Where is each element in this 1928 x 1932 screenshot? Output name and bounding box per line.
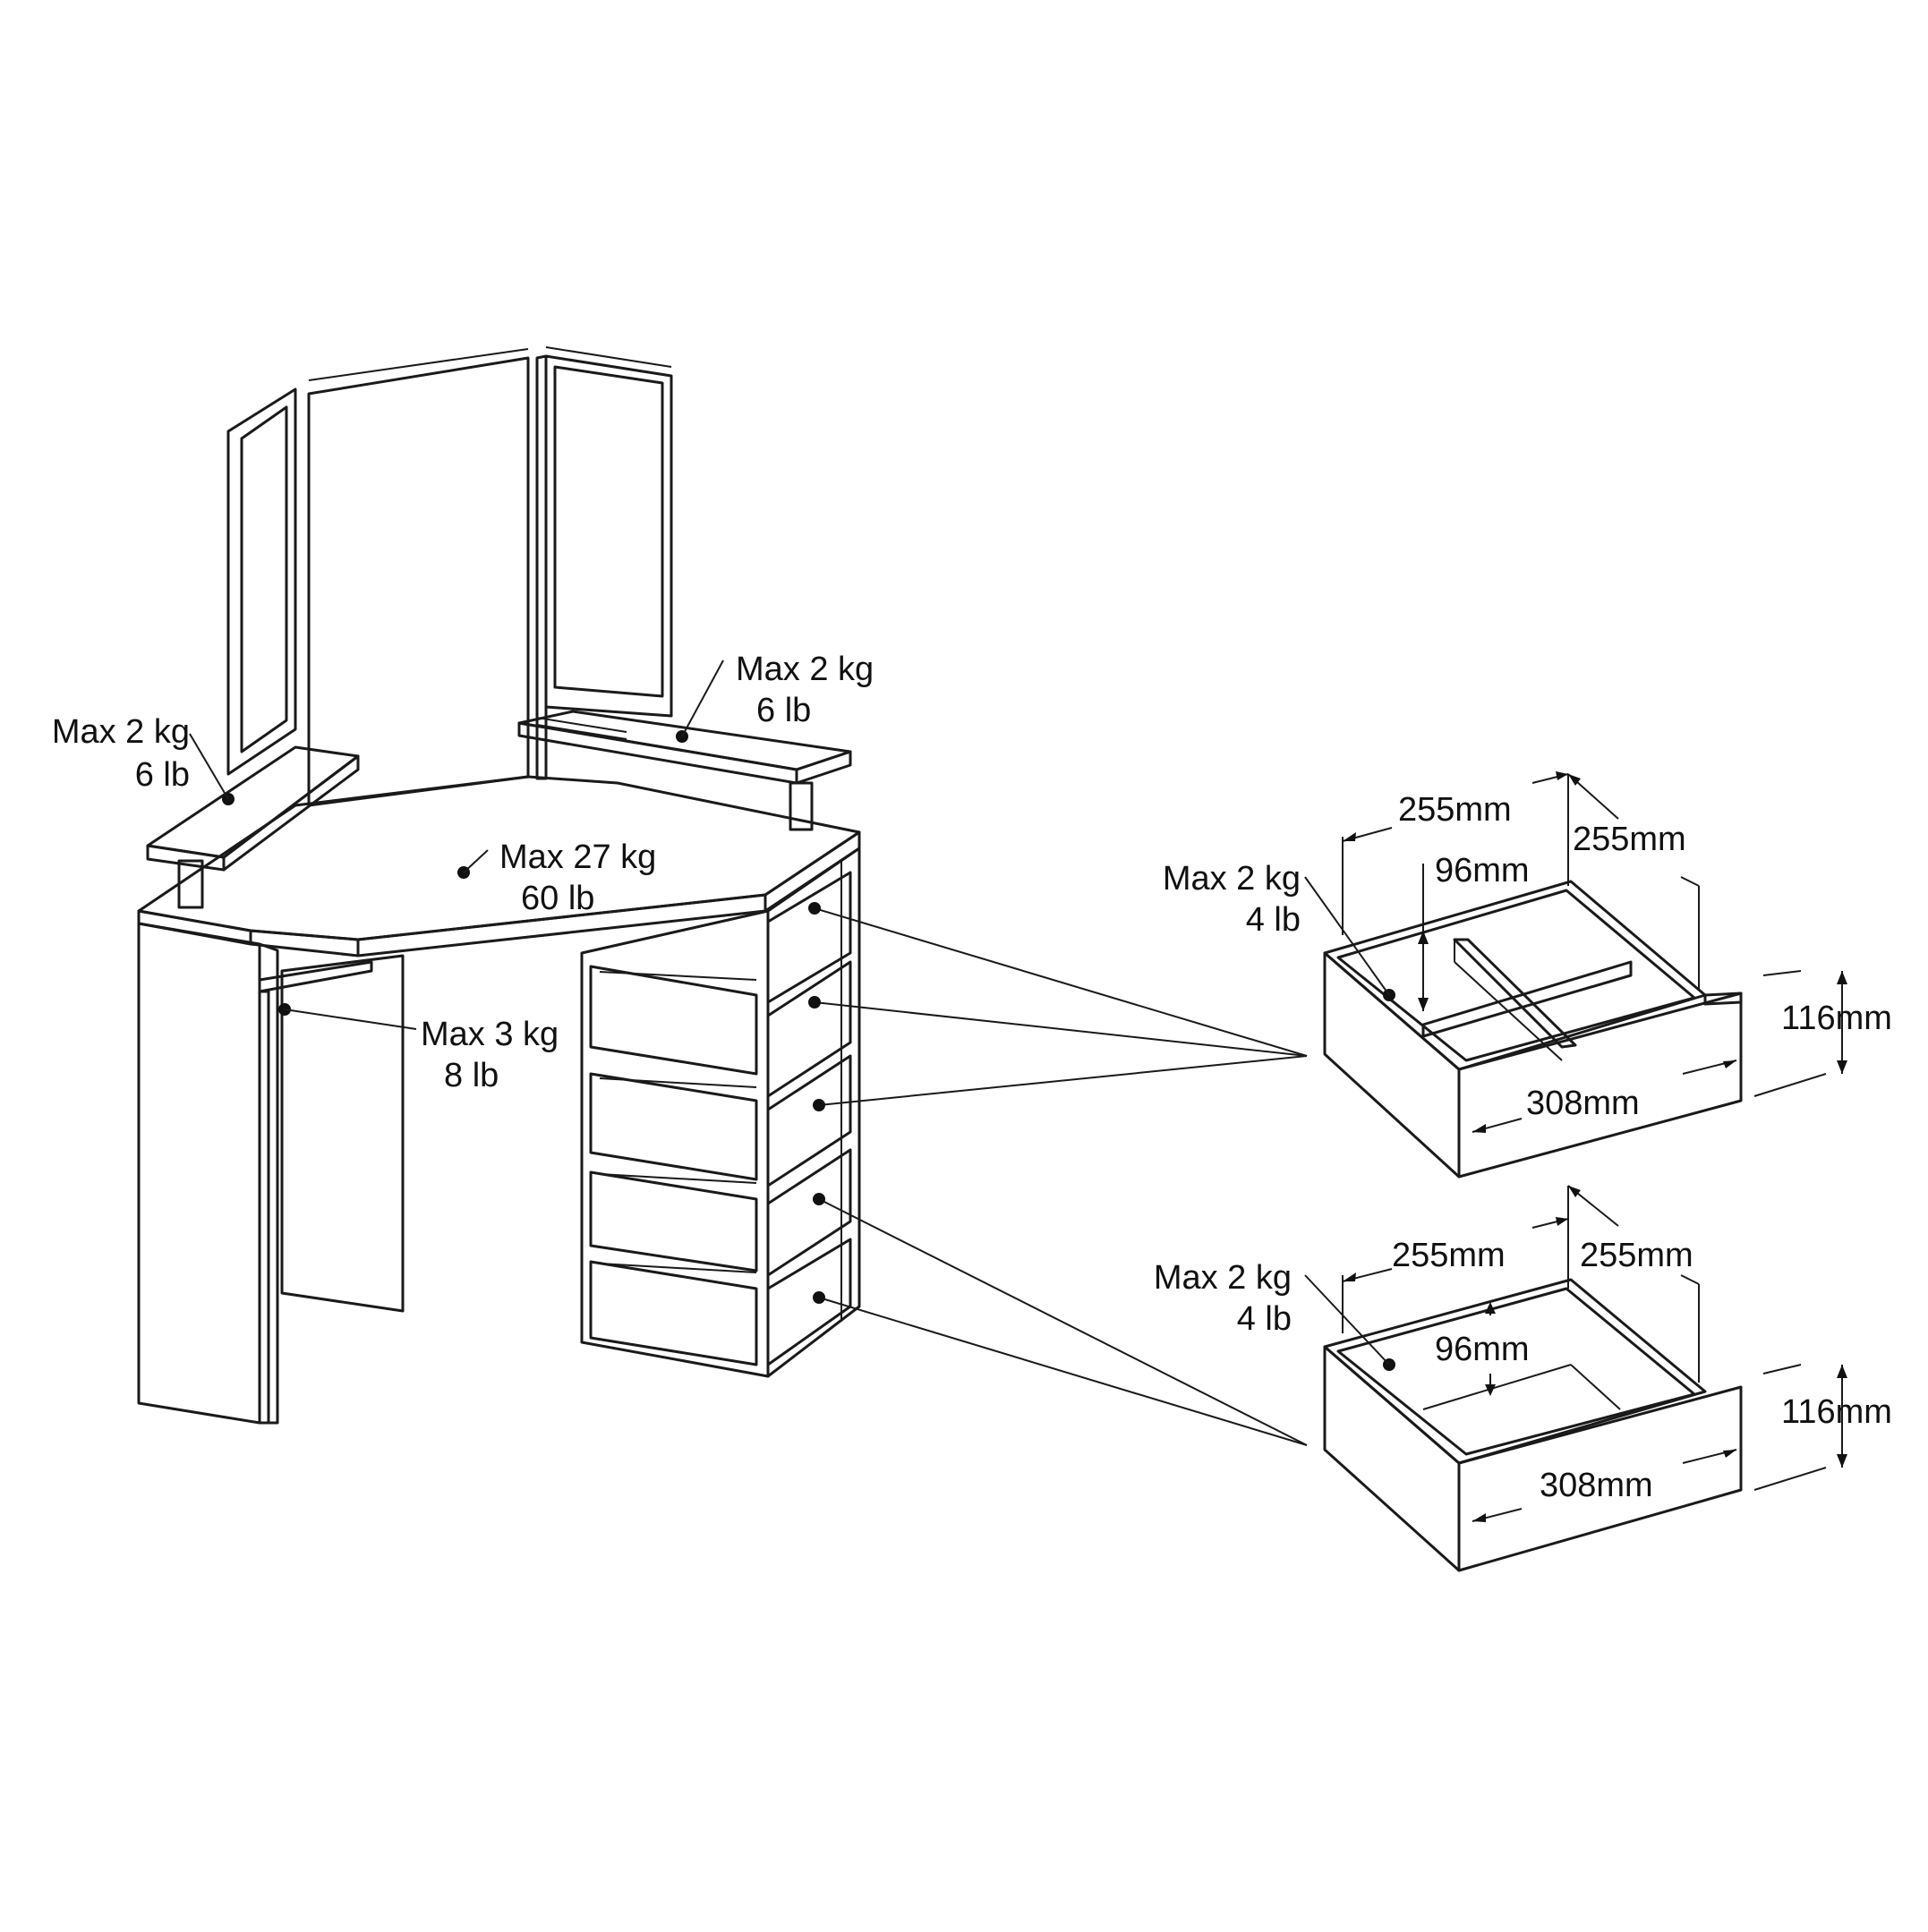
right-shelf-lb: 6 lb bbox=[756, 692, 811, 729]
drawer-bottom-height: 116mm bbox=[1781, 1393, 1892, 1431]
drawer-1-front bbox=[589, 965, 758, 1076]
vanity-table bbox=[137, 346, 1308, 1446]
drawer-detail-bottom bbox=[1304, 1185, 1847, 1572]
vanity-labels: Max 2 kg 6 lb Max 2 kg 6 lb Max 27 kg 60… bbox=[52, 651, 874, 1094]
drawer-dot-2 bbox=[808, 996, 821, 1009]
drawer-bottom-width-right: 255mm bbox=[1580, 1237, 1693, 1274]
left-mirror-panel bbox=[226, 387, 297, 776]
left-shelf-kg: Max 2 kg bbox=[52, 713, 190, 751]
drawer-bottom-inner-height: 96mm bbox=[1435, 1331, 1530, 1368]
drawer-top-width-right: 255mm bbox=[1573, 821, 1686, 858]
drawer-bottom-kg: Max 2 kg bbox=[1154, 1259, 1292, 1297]
drawer-top-inner-height: 96mm bbox=[1435, 852, 1530, 889]
left-legs bbox=[137, 922, 405, 1425]
drawer-column bbox=[580, 847, 861, 1378]
drawer-2-front bbox=[589, 1072, 758, 1181]
left-shelf-lb: 6 lb bbox=[135, 756, 190, 794]
drawer-dot-3 bbox=[813, 1099, 825, 1111]
drawer-top-labels: Max 2 kg 4 lb 255mm 255mm 96mm 116mm 308… bbox=[1163, 791, 1892, 1122]
right-shelf-kg: Max 2 kg bbox=[736, 651, 874, 688]
tabletop-kg: Max 27 kg bbox=[499, 838, 656, 876]
drawer-top-front-width: 308mm bbox=[1526, 1085, 1640, 1122]
drawer-top-width-left: 255mm bbox=[1398, 791, 1512, 829]
lower-shelf-kg: Max 3 kg bbox=[421, 1016, 559, 1053]
drawer-bottom-width-left: 255mm bbox=[1392, 1237, 1506, 1274]
drawer-dot-1 bbox=[808, 902, 821, 915]
drawer-3-front bbox=[589, 1170, 758, 1272]
drawer-leader-lines bbox=[814, 907, 1308, 1446]
tabletop-lb: 60 lb bbox=[521, 880, 594, 917]
drawer-dot-5 bbox=[813, 1291, 825, 1304]
drawer-bottom-labels: Max 2 kg 4 lb 255mm 255mm 96mm 116mm 308… bbox=[1154, 1237, 1892, 1504]
drawer-top-height: 116mm bbox=[1781, 1000, 1892, 1037]
center-mirror-panel bbox=[307, 356, 530, 807]
lower-shelf-lb: 8 lb bbox=[444, 1057, 499, 1094]
drawer-bottom-front-width: 308mm bbox=[1540, 1467, 1653, 1504]
drawer-top-lb: 4 lb bbox=[1246, 901, 1301, 939]
drawer-4-front bbox=[589, 1260, 758, 1366]
right-mirror-panel bbox=[544, 354, 673, 718]
right-shelf bbox=[517, 710, 852, 831]
drawer-dot-4 bbox=[813, 1193, 825, 1205]
drawer-bottom-lb: 4 lb bbox=[1237, 1300, 1292, 1338]
drawer-detail-top bbox=[1304, 771, 1847, 1179]
drawer-top-kg: Max 2 kg bbox=[1163, 860, 1301, 898]
